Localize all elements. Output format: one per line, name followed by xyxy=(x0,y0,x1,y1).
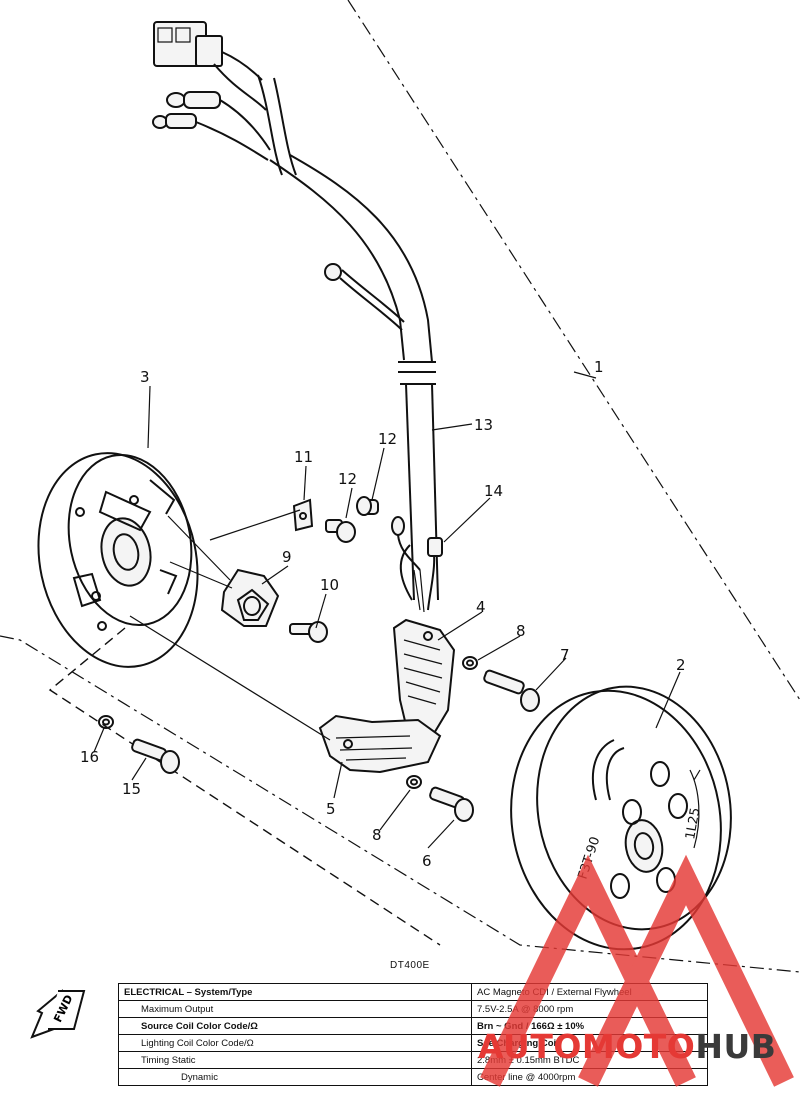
part-number-labels: 1 2 3 4 5 6 7 8 8 9 10 11 12 12 13 14 15… xyxy=(80,358,686,870)
assembly-boundary xyxy=(0,0,800,973)
label-part-8-lower: 8 xyxy=(372,826,382,844)
small-hardware xyxy=(289,496,379,643)
spec-label: Dynamic xyxy=(118,1068,472,1086)
label-part-12-lower: 12 xyxy=(338,470,357,488)
label-part-13: 13 xyxy=(474,416,493,434)
watermark-part-moto: MOTO xyxy=(581,1027,696,1066)
label-part-8-upper: 8 xyxy=(516,622,526,640)
flywheel-mark-right: 1L25 xyxy=(683,807,703,841)
label-part-12-upper: 12 xyxy=(378,430,397,448)
model-code: DT400E xyxy=(390,960,430,971)
stator-base-plate xyxy=(37,452,199,668)
fwd-arrow-icon: FWD xyxy=(30,989,86,1039)
label-part-14: 14 xyxy=(484,482,503,500)
label-part-5: 5 xyxy=(326,800,336,818)
watermark-part-hub: HUB xyxy=(695,1027,777,1066)
spec-label: ELECTRICAL – System/Type xyxy=(118,983,472,1001)
leader-lines xyxy=(93,371,681,849)
watermark-part-auto: AUTO xyxy=(478,1027,582,1066)
watermark-logo-icon xyxy=(480,854,794,1087)
wire-harness xyxy=(152,21,443,613)
label-part-16: 16 xyxy=(80,748,99,766)
watermark-text: AUTOMOTOHUB xyxy=(478,1027,776,1066)
label-part-7: 7 xyxy=(560,646,570,664)
lighting-coil-upper xyxy=(392,618,456,744)
label-part-4: 4 xyxy=(476,598,486,616)
spec-label: Maximum Output xyxy=(118,1000,472,1018)
screws-and-washers xyxy=(98,656,540,822)
spec-label: Source Coil Color Code/Ω xyxy=(118,1017,472,1035)
label-part-10: 10 xyxy=(320,576,339,594)
spec-label: Lighting Coil Color Code/Ω xyxy=(118,1034,472,1052)
label-part-1: 1 xyxy=(594,358,604,376)
spec-label: Timing Static xyxy=(118,1051,472,1069)
pulser-coil xyxy=(220,568,280,627)
label-part-3: 3 xyxy=(140,368,150,386)
label-part-9: 9 xyxy=(282,548,292,566)
label-part-6: 6 xyxy=(422,852,432,870)
assembly-boundary-left xyxy=(48,627,441,946)
label-part-2: 2 xyxy=(676,656,686,674)
label-part-15: 15 xyxy=(122,780,141,798)
label-part-11: 11 xyxy=(294,448,313,466)
lighting-coil-lower xyxy=(318,714,442,774)
